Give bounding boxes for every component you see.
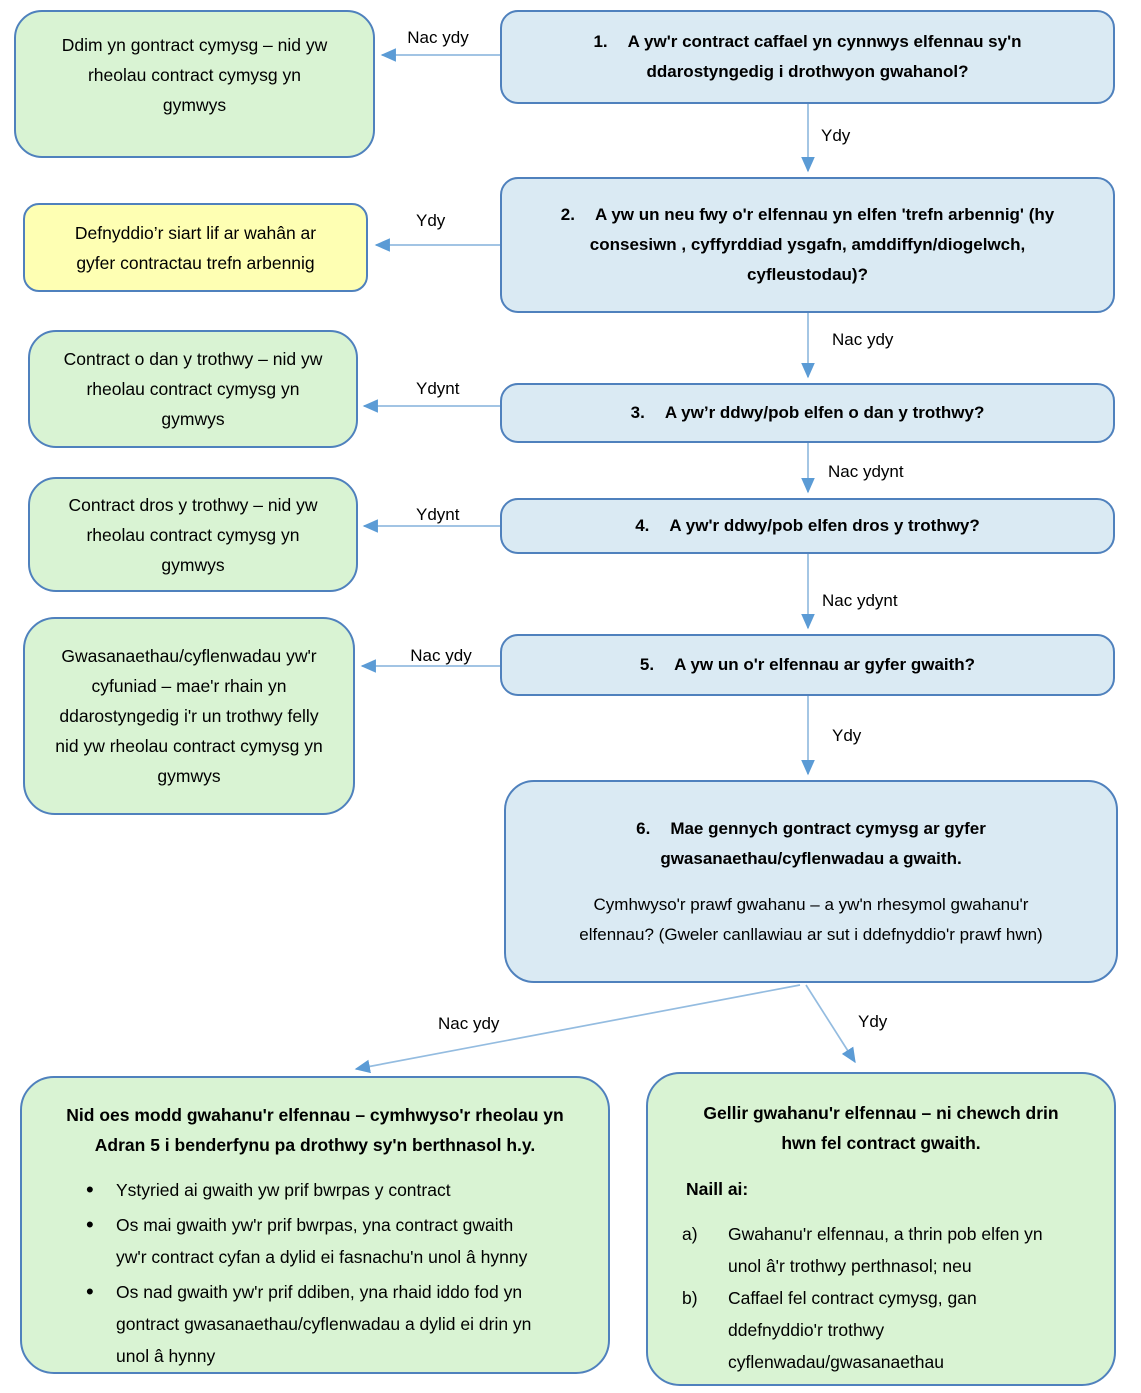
question-1: 1. A yw'r contract caffael yn cynnwys elf… bbox=[557, 27, 1058, 87]
question-5-box: 5. A yw un o'r elfennau ar gyfer gwaith? bbox=[500, 634, 1115, 696]
edge-label-q2-yes: Ydy bbox=[416, 211, 446, 230]
outcome-can-separate-box: Gellir gwahanu'r elfennau – ni chewch dr… bbox=[646, 1072, 1116, 1386]
option-b-text: Caffael fel contract cymysg, gan ddefnyd… bbox=[728, 1288, 977, 1372]
question-6-title-text: Mae gennych gontract cymysg ar gyfer gwa… bbox=[660, 818, 986, 868]
edge-label-q6-yes: Ydy bbox=[858, 1012, 888, 1031]
outcome-services-supplies-box: Gwasanaethau/cyflenwadau yw'r cyfuniad –… bbox=[23, 617, 355, 815]
edge-label-q1-yes: Ydy bbox=[821, 126, 851, 145]
edge-label-q2-no: Nac ydy bbox=[832, 330, 894, 349]
edge-label-q3-yes: Ydynt bbox=[416, 379, 460, 398]
edge-label-q5-no: Nac ydy bbox=[410, 646, 472, 665]
question-3: 3. A yw’r ddwy/pob elfen o dan y trothwy? bbox=[502, 398, 1113, 428]
outcome-below-threshold-box: Contract o dan y trothwy – nid yw rheola… bbox=[28, 330, 358, 448]
edge-label-q4-yes: Ydynt bbox=[416, 505, 460, 524]
cannot-separate-bullet-list: Ystyried ai gwaith yw prif bwrpas y cont… bbox=[50, 1174, 580, 1375]
question-6-box: 6. Mae gennych gontract cymysg ar gyfer g… bbox=[504, 780, 1118, 983]
option-a-text: Gwahanu'r elfennau, a thrin pob elfen yn… bbox=[728, 1224, 1043, 1276]
question-1-box: 1. A yw'r contract caffael yn cynnwys elf… bbox=[500, 10, 1115, 104]
outcome-not-mixed-box: Ddim yn gontract cymysg – nid yw rheolau… bbox=[14, 10, 375, 158]
question-1-text: A yw'r contract caffael yn cynnwys elfen… bbox=[627, 32, 1022, 81]
can-separate-option-b: b) Caffael fel contract cymysg, gan ddef… bbox=[682, 1282, 1080, 1378]
can-separate-title: Gellir gwahanu'r elfennau – ni chewch dr… bbox=[703, 1103, 1059, 1153]
question-4-text: A yw'r ddwy/pob elfen dros y trothwy? bbox=[669, 516, 980, 535]
question-6-body: Cymhwyso'r prawf gwahanu – a yw'n rhesym… bbox=[579, 894, 1043, 944]
option-b-marker: b) bbox=[682, 1288, 698, 1308]
question-1-number: 1. bbox=[593, 32, 608, 51]
edge-label-q1-no: Nac ydy bbox=[407, 28, 469, 47]
question-4: 4. A yw'r ddwy/pob elfen dros y trothwy? bbox=[502, 511, 1113, 541]
edge-label-q6-no: Nac ydy bbox=[438, 1014, 500, 1033]
list-item: Ystyried ai gwaith yw prif bwrpas y cont… bbox=[80, 1174, 540, 1206]
can-separate-option-a: a) Gwahanu'r elfennau, a thrin pob elfen… bbox=[682, 1218, 1080, 1282]
edge-label-q5-yes: Ydy bbox=[832, 726, 862, 745]
question-6-title: 6. Mae gennych gontract cymysg ar gyfer g… bbox=[596, 814, 1026, 874]
question-2-number: 2. bbox=[560, 205, 575, 224]
list-item: Os nad gwaith yw'r prif ddiben, yna rhai… bbox=[80, 1276, 540, 1372]
can-separate-subtitle: Naill ai: bbox=[686, 1179, 749, 1199]
option-a-marker: a) bbox=[682, 1224, 698, 1244]
outcome-special-regime-text: Defnyddio’r siart lif ar wahân ar gyfer … bbox=[74, 222, 317, 273]
question-4-number: 4. bbox=[635, 516, 650, 535]
outcome-above-threshold-box: Contract dros y trothwy – nid yw rheolau… bbox=[28, 477, 358, 592]
question-3-number: 3. bbox=[630, 403, 645, 422]
edge-label-q3-no: Nac ydynt bbox=[828, 462, 904, 481]
question-2: 2. A yw un neu fwy o'r elfennau yn elfen … bbox=[536, 200, 1079, 290]
list-item: Os mai gwaith yw'r prif bwrpas, yna cont… bbox=[80, 1209, 540, 1273]
question-3-box: 3. A yw’r ddwy/pob elfen o dan y trothwy? bbox=[500, 383, 1115, 443]
outcome-above-threshold-text: Contract dros y trothwy – nid yw rheolau… bbox=[68, 494, 318, 575]
outcome-special-regime-box: Defnyddio’r siart lif ar wahân ar gyfer … bbox=[23, 203, 368, 292]
edge-label-q4-no: Nac ydynt bbox=[822, 591, 898, 610]
question-5: 5. A yw un o'r elfennau ar gyfer gwaith? bbox=[502, 650, 1113, 680]
outcome-services-supplies-text: Gwasanaethau/cyflenwadau yw'r cyfuniad –… bbox=[55, 646, 323, 786]
outcome-cannot-separate-box: Nid oes modd gwahanu'r elfennau – cymhwy… bbox=[20, 1076, 610, 1374]
question-2-text: A yw un neu fwy o'r elfennau yn elfen 't… bbox=[589, 205, 1055, 284]
question-6-number: 6. bbox=[636, 818, 651, 838]
arrow-q6-to-cannot-separate bbox=[354, 984, 801, 1074]
question-4-box: 4. A yw'r ddwy/pob elfen dros y trothwy? bbox=[500, 498, 1115, 554]
arrow-q6-to-can-separate bbox=[805, 984, 856, 1064]
outcome-not-mixed-text: Ddim yn gontract cymysg – nid yw rheolau… bbox=[61, 35, 328, 115]
outcome-below-threshold-text: Contract o dan y trothwy – nid yw rheola… bbox=[63, 349, 323, 429]
cannot-separate-title: Nid oes modd gwahanu'r elfennau – cymhwy… bbox=[66, 1105, 564, 1155]
question-5-number: 5. bbox=[639, 655, 655, 674]
question-2-box: 2. A yw un neu fwy o'r elfennau yn elfen … bbox=[500, 177, 1115, 313]
question-3-text: A yw’r ddwy/pob elfen o dan y trothwy? bbox=[664, 403, 985, 422]
question-5-text: A yw un o'r elfennau ar gyfer gwaith? bbox=[674, 655, 976, 674]
